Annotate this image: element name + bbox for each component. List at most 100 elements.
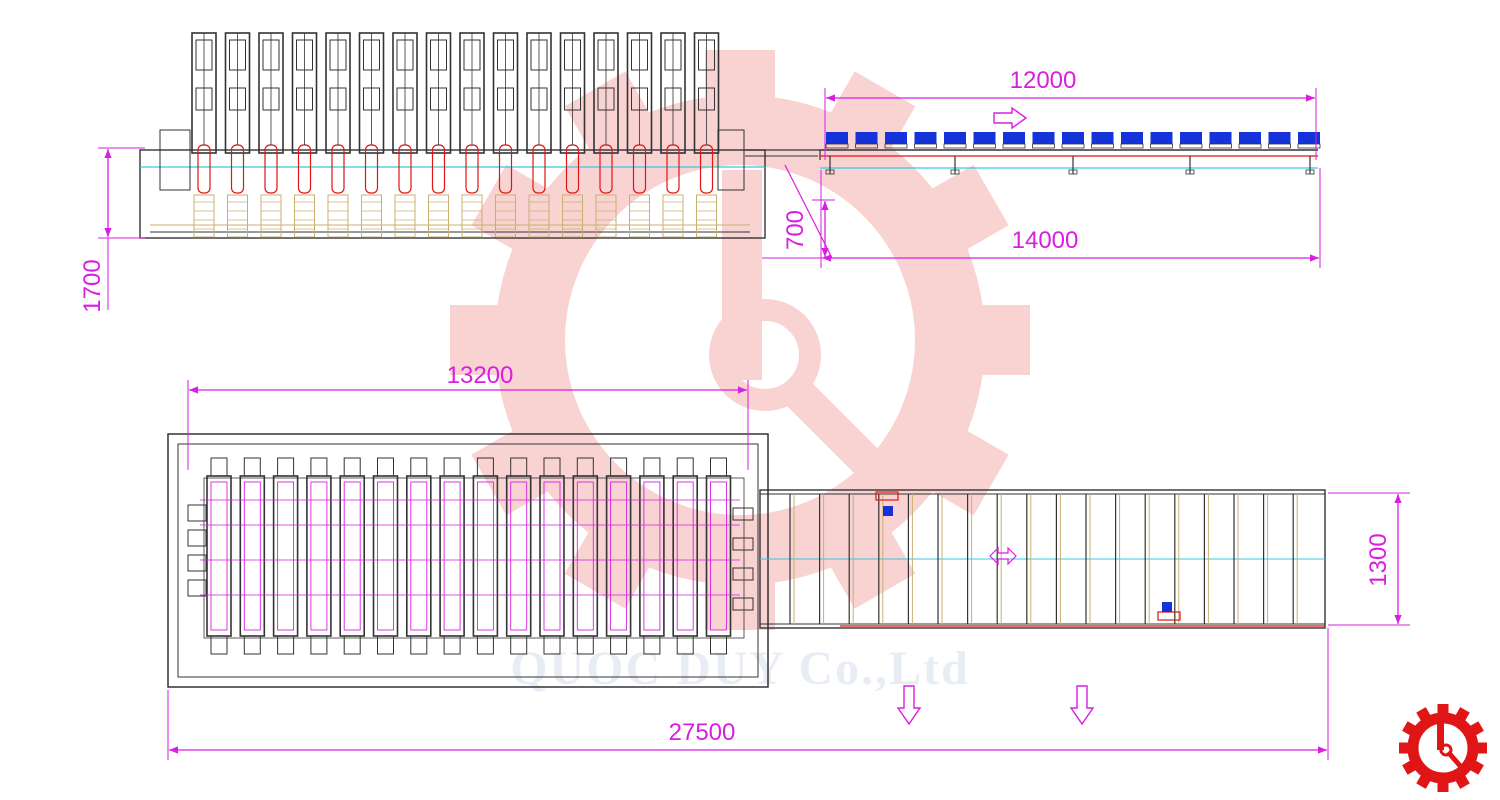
press-unit-plan: [539, 457, 565, 655]
press-pit-outer: [167, 433, 769, 688]
press-unit-elevation: [626, 32, 653, 238]
press-unit-plan: [306, 457, 332, 655]
press-unit-plan: [605, 457, 632, 655]
dimension-1300: 1300: [1328, 492, 1410, 626]
flow-double-arrow-icon: [989, 546, 1017, 566]
gear-tooth: [930, 164, 1009, 251]
press-unit-elevation: [425, 32, 452, 238]
pusher-icon: [1157, 602, 1181, 621]
press-unit-plan: [239, 457, 266, 655]
side-clamp: [732, 507, 754, 521]
dimension-12000: 12000: [824, 67, 1317, 160]
gear-tooth: [1437, 782, 1449, 792]
conveyor-pad: [1239, 132, 1261, 144]
conveyor-pad: [973, 132, 996, 144]
dimension-27500-label: 27500: [669, 719, 736, 746]
gear-tooth: [1477, 742, 1487, 754]
watermark-company-text: QUOC DUY Co.,Ltd: [510, 642, 970, 695]
flow-right-arrow-icon: [993, 106, 1028, 130]
press-unit-elevation: [224, 32, 251, 238]
dimension-12000-label: 12000: [1010, 67, 1077, 94]
press-unit-elevation: [392, 32, 418, 238]
press-unit-elevation: [559, 32, 586, 238]
dimension-700: 700: [762, 164, 835, 259]
press-pit-inner: [177, 443, 759, 678]
conveyor-pad: [1003, 132, 1025, 144]
press-unit-plan: [272, 457, 299, 655]
gear-tooth: [705, 50, 775, 100]
side-clamp: [732, 597, 754, 611]
conveyor-pad: [1150, 132, 1173, 144]
press-unit-plan: [705, 457, 732, 655]
press-unit-elevation: [492, 32, 519, 238]
press-unit-plan: [639, 457, 665, 655]
dimension-27500: 27500: [167, 628, 1329, 760]
side-clamp: [187, 554, 207, 572]
conveyor-pad: [944, 132, 966, 144]
press-unit-elevation: [291, 32, 318, 238]
side-clamp: [732, 567, 754, 581]
infeed-conveyor-elevation: [820, 132, 1321, 175]
conveyor-pad: [1091, 132, 1114, 144]
gear-tooth: [705, 580, 775, 630]
dimension-700-label: 700: [782, 210, 809, 250]
side-clamp: [187, 529, 207, 547]
watermark-gear-icon: [450, 50, 1030, 630]
conveyor-pad: [1298, 132, 1320, 144]
press-unit-elevation: [358, 32, 385, 238]
press-unit-elevation: [526, 32, 552, 238]
press-unit-elevation: [459, 32, 485, 238]
conveyor-pad: [1180, 132, 1202, 144]
press-unit-plan: [572, 457, 599, 655]
press-unit-plan: [405, 457, 432, 655]
press-units-elevation: [191, 32, 720, 238]
conveyor-pad: [1062, 132, 1084, 144]
press-unit-elevation: [325, 32, 351, 238]
press-unit-elevation: [660, 32, 686, 238]
press-unit-plan: [372, 457, 399, 655]
conveyor-pad: [826, 132, 848, 144]
press-unit-elevation: [693, 32, 720, 238]
outfeed-conveyor-plan: [759, 489, 1326, 629]
gear-tooth: [471, 164, 550, 251]
side-clamp: [732, 537, 754, 551]
plan-view: [167, 433, 1326, 688]
press-unit-plan: [672, 457, 699, 655]
dimension-13200: 13200: [187, 362, 749, 470]
conveyor-pad: [1032, 132, 1055, 144]
elevation-view: [139, 32, 1321, 239]
gear-tooth: [1437, 704, 1449, 714]
press-unit-plan: [439, 457, 465, 655]
dimension-14000-label: 14000: [1012, 227, 1079, 254]
company-gear-logo-icon: [1399, 704, 1487, 792]
side-clamp: [187, 504, 207, 522]
press-unit-plan: [505, 457, 532, 655]
dimension-14000: 14000: [820, 168, 1321, 268]
gear-tooth: [829, 71, 916, 150]
press-unit-elevation: [258, 32, 284, 238]
press-unit-elevation: [593, 32, 619, 238]
press-unit-plan: [339, 457, 366, 655]
gear-tooth: [980, 305, 1030, 375]
dimension-1700: 1700: [79, 147, 145, 313]
press-unit-plan: [472, 457, 499, 655]
gear-tooth: [450, 305, 500, 375]
press-unit-elevation: [191, 32, 217, 238]
conveyor-pad: [855, 132, 878, 144]
gear-tooth: [564, 71, 651, 150]
dimension-1700-label: 1700: [79, 259, 106, 312]
conveyor-pad: [1209, 132, 1232, 144]
gear-tooth: [1399, 742, 1409, 754]
side-clamp: [187, 579, 207, 597]
conveyor-pad: [1121, 132, 1143, 144]
dimension-13200-label: 13200: [447, 362, 514, 389]
gear-tooth: [564, 530, 651, 609]
conveyor-pad: [1268, 132, 1291, 144]
press-units-plan: [200, 457, 745, 655]
pusher-icon: [875, 491, 899, 516]
conveyor-pad: [885, 132, 907, 144]
press-unit-plan: [206, 457, 232, 655]
gear-tooth: [829, 530, 916, 609]
conveyor-pad: [914, 132, 937, 144]
